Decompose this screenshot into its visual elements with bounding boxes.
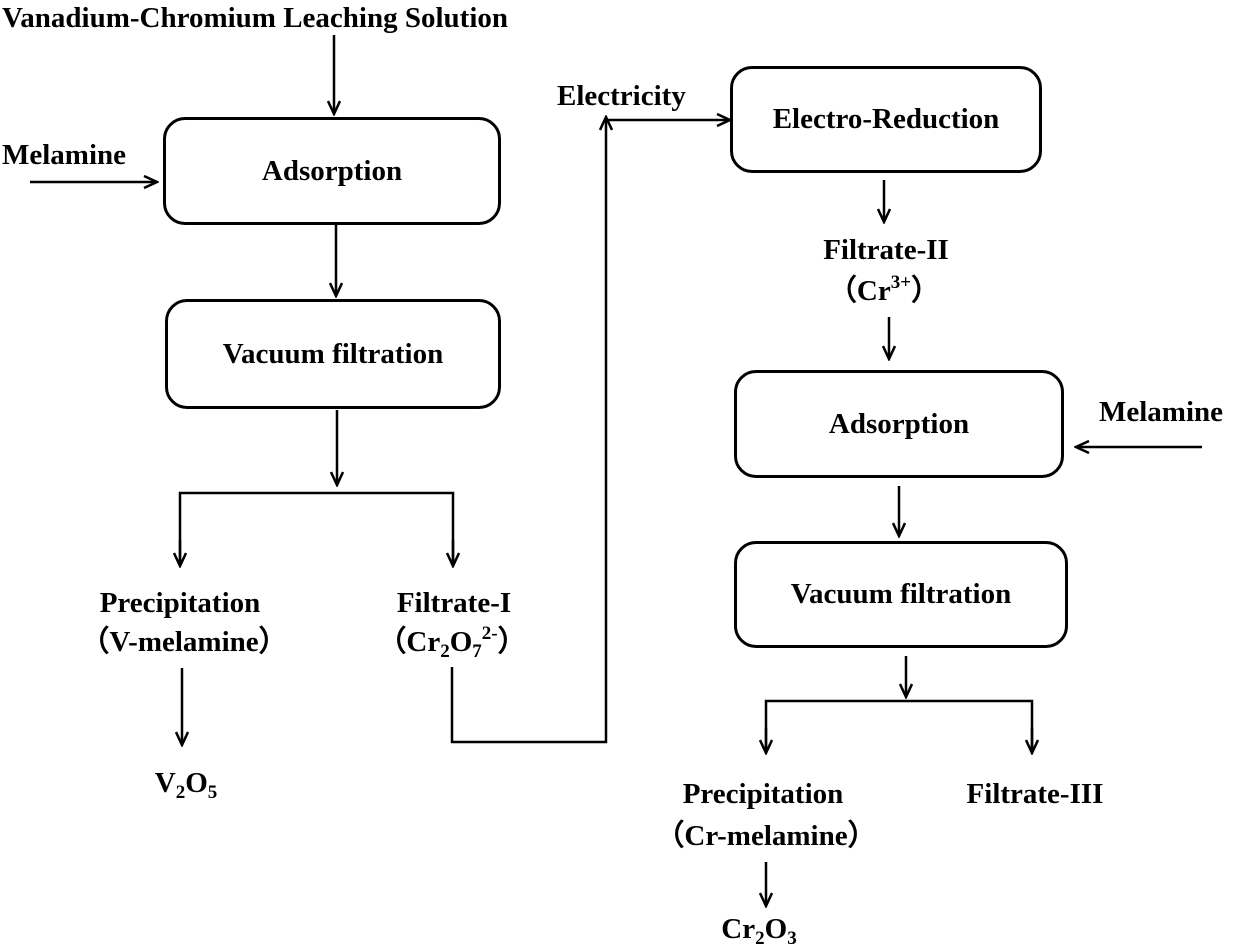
product-v2o5: V2O5 bbox=[154, 767, 218, 803]
product-cr2o3: Cr2O3 bbox=[721, 913, 797, 949]
electro-reduction-box: Electro-Reduction bbox=[730, 66, 1042, 173]
filtrate-ii-note: （Cr3+） bbox=[827, 272, 941, 307]
vacuum-filtration-box-left: Vacuum filtration bbox=[165, 299, 501, 409]
precipitation-right-label: Precipitation bbox=[682, 778, 844, 810]
vacuum-filtration-box-left-label: Vacuum filtration bbox=[222, 337, 444, 370]
electro-reduction-box-label: Electro-Reduction bbox=[772, 103, 1000, 135]
input-leaching-solution: Vanadium-Chromium Leaching Solution bbox=[2, 2, 509, 34]
precipitation-left-label: Precipitation bbox=[99, 587, 261, 619]
filtrate-i-label: Filtrate-I bbox=[396, 587, 512, 619]
filtrate-ii-label: Filtrate-II bbox=[823, 234, 949, 266]
vacuum-filtration-box-right: Vacuum filtration bbox=[734, 541, 1068, 648]
line-filtrate-i-to-reduction bbox=[450, 120, 730, 744]
electricity-label: Electricity bbox=[557, 80, 686, 112]
split-bar-left bbox=[178, 491, 455, 565]
adsorption-box-left-label: Adsorption bbox=[261, 154, 403, 187]
precipitation-left-note: （V-melamine） bbox=[80, 626, 288, 658]
adsorption-box-right: Adsorption bbox=[734, 370, 1064, 478]
precipitation-right-note: （Cr-melamine） bbox=[655, 820, 877, 852]
split-bar-right bbox=[764, 699, 1034, 752]
filtrate-iii-label: Filtrate-III bbox=[966, 778, 1104, 810]
reagent-melamine-left: Melamine bbox=[2, 139, 127, 171]
adsorption-box-right-label: Adsorption bbox=[828, 407, 970, 440]
reagent-melamine-right: Melamine bbox=[1099, 396, 1224, 428]
vacuum-filtration-box-right-label: Vacuum filtration bbox=[790, 578, 1012, 610]
adsorption-box-left: Adsorption bbox=[163, 117, 501, 225]
filtrate-i-note: （Cr2O72-） bbox=[377, 623, 527, 662]
